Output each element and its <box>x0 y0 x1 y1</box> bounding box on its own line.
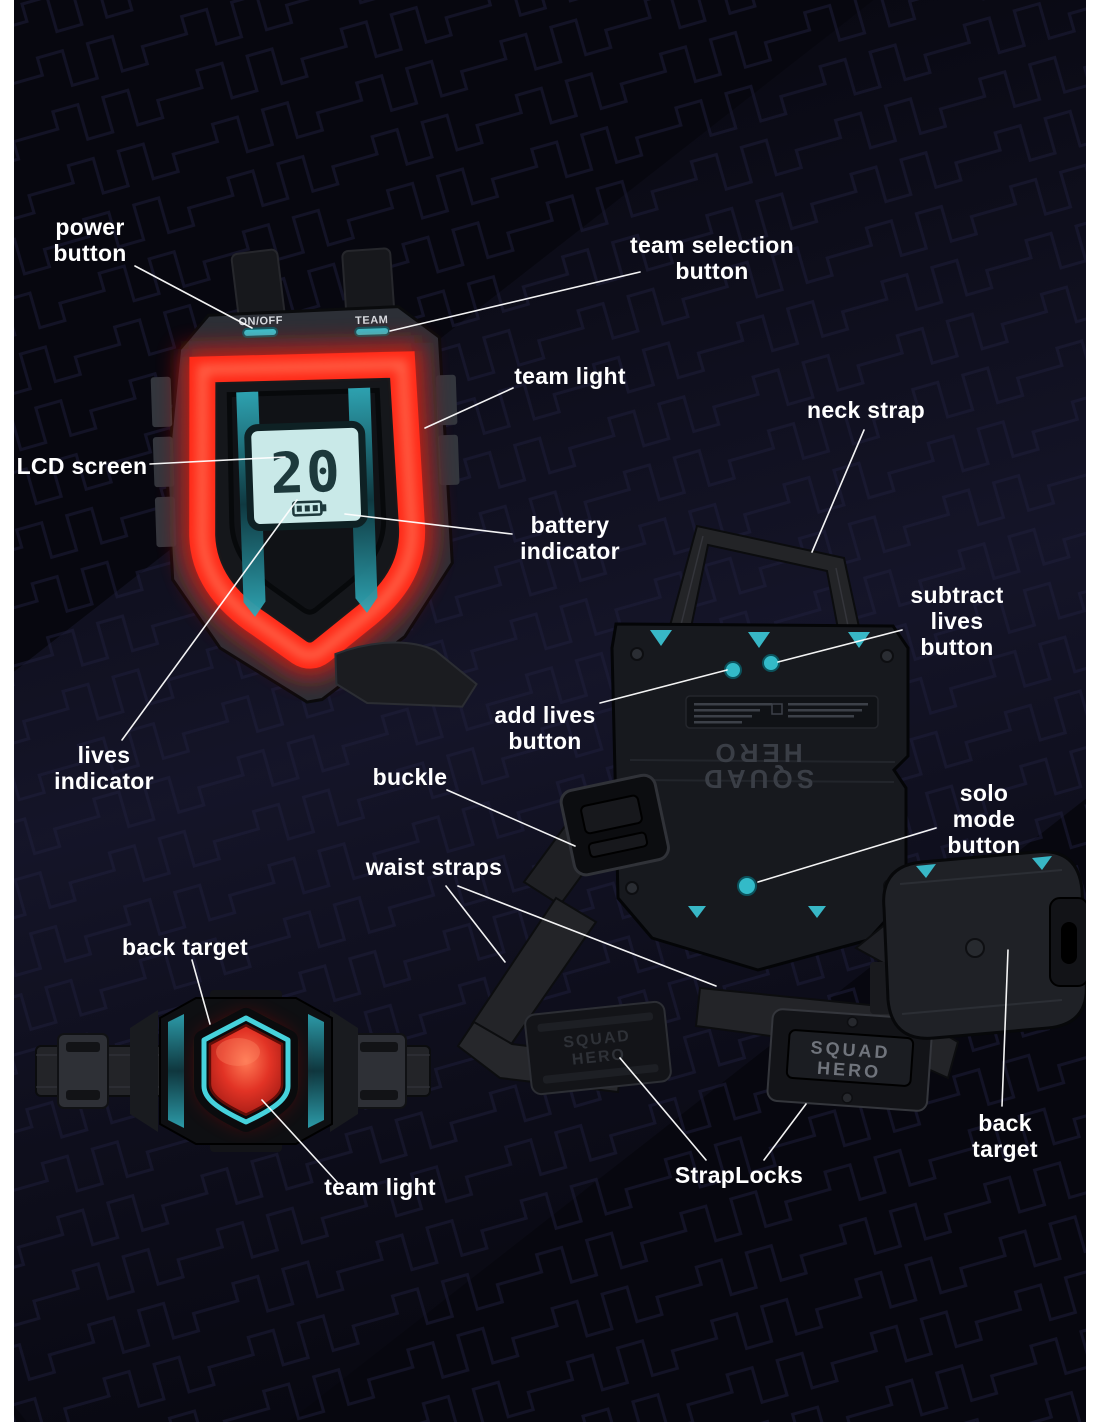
label-waist-straps: waist straps <box>365 854 503 880</box>
leader-neck-strap <box>811 429 865 553</box>
team-button-label: TEAM <box>355 314 389 327</box>
leader-back-target-left <box>191 959 211 1025</box>
screw <box>880 649 894 663</box>
lives-value: 20 <box>269 440 343 507</box>
teal-wedge <box>748 632 770 648</box>
label-lcd-screen: LCD screen <box>16 453 148 479</box>
label-buckle: buckle <box>372 764 448 790</box>
front-bottom-strap <box>334 641 478 708</box>
leader-straplock-1 <box>619 1057 707 1161</box>
team-button-pill <box>354 326 391 338</box>
teal-wedge <box>916 864 936 878</box>
armor-slat <box>435 374 458 426</box>
battery-indicator-icon <box>291 500 327 517</box>
leader-waist-strap-2 <box>457 885 717 987</box>
label-team-light-back: team light <box>324 1174 436 1200</box>
label-subtract-lives-button: subtract lives button <box>910 582 1004 660</box>
straplock-right: SQUAD HERO <box>766 1008 934 1112</box>
back-unit: SQUAD HERO <box>610 524 910 972</box>
team-light-target <box>194 1008 298 1132</box>
back-target-left-device <box>35 990 431 1152</box>
strap-slider-left <box>57 1033 109 1109</box>
label-neck-strap: neck strap <box>806 397 926 423</box>
straplock-left: SQUAD HERO <box>524 1000 672 1096</box>
page-margin-left <box>0 0 14 1422</box>
spec-plate <box>685 695 879 729</box>
teal-wedge <box>848 632 870 648</box>
leader-team-light-front <box>424 387 514 429</box>
label-battery-indicator: battery indicator <box>520 512 620 564</box>
solo-mode-button <box>737 876 757 896</box>
leader-team-selection <box>389 271 641 332</box>
screw <box>965 938 985 958</box>
armor-slat <box>154 496 177 548</box>
leader-lcd-screen <box>149 456 286 465</box>
label-power-button: power button <box>53 214 127 266</box>
leader-battery-indicator <box>344 513 513 535</box>
subtract-lives-button <box>762 654 780 672</box>
leader-waist-strap-1 <box>445 885 506 963</box>
leader-straplock-2 <box>763 1103 807 1161</box>
page-margin-right <box>1086 0 1100 1422</box>
leader-buckle <box>446 789 576 847</box>
side-slot <box>1061 922 1077 964</box>
strap-slider-right <box>351 1033 407 1109</box>
teal-wedge <box>650 630 672 646</box>
buckle <box>559 773 670 877</box>
back-brand-line2: HERO <box>711 738 802 768</box>
label-back-target-left: back target <box>121 934 249 960</box>
label-team-light-front: team light <box>514 363 626 389</box>
screw <box>846 1016 859 1028</box>
label-straplocks: StrapLocks <box>674 1162 804 1188</box>
device-wing <box>130 1010 158 1132</box>
device-wing <box>330 1010 358 1132</box>
power-button-label: ON/OFF <box>238 315 283 329</box>
leader-lines <box>121 265 1009 1183</box>
back-brand-line1: SQUAD <box>700 764 814 794</box>
straplock-left-brand-line1: SQUAD <box>563 1028 632 1052</box>
leader-lives-indicator <box>121 499 298 741</box>
label-lives-indicator: lives indicator <box>54 742 154 794</box>
teal-stripe-left <box>168 1014 184 1128</box>
teal-stripe-right <box>308 1014 324 1128</box>
panel-seams <box>627 759 896 783</box>
leader-solo-mode <box>757 827 937 883</box>
straplock-left-brand-line2: HERO <box>571 1046 627 1069</box>
leader-team-light-back <box>261 1099 338 1183</box>
label-team-selection-button: team selection button <box>630 232 794 284</box>
back-brand: SQUAD HERO <box>700 738 814 794</box>
screw <box>630 647 644 661</box>
armor-slat <box>437 434 460 486</box>
teal-wedge <box>808 906 826 918</box>
teal-wedge <box>1032 856 1052 870</box>
leader-back-target-right <box>1001 949 1009 1107</box>
armor-slat <box>152 436 175 488</box>
device-seams <box>899 869 1063 1015</box>
screw <box>625 881 639 895</box>
straplock-right-brand-line2: HERO <box>817 1058 882 1082</box>
teal-wedge <box>688 906 706 918</box>
screw <box>841 1092 853 1104</box>
back-target-right-device <box>870 850 1089 1040</box>
label-back-target-right: back target <box>972 1110 1038 1162</box>
lcd-screen: 20 <box>244 420 369 532</box>
leader-power-button <box>134 265 253 329</box>
power-button-pill <box>242 327 279 338</box>
label-add-lives-button: add lives button <box>494 702 596 754</box>
leader-subtract-lives <box>777 629 903 663</box>
front-chest-unit: ON/OFF TEAM 20 <box>150 247 478 708</box>
label-solo-mode-button: solo mode button <box>947 780 1021 858</box>
leader-add-lives <box>599 669 728 704</box>
armor-slat <box>150 376 173 428</box>
